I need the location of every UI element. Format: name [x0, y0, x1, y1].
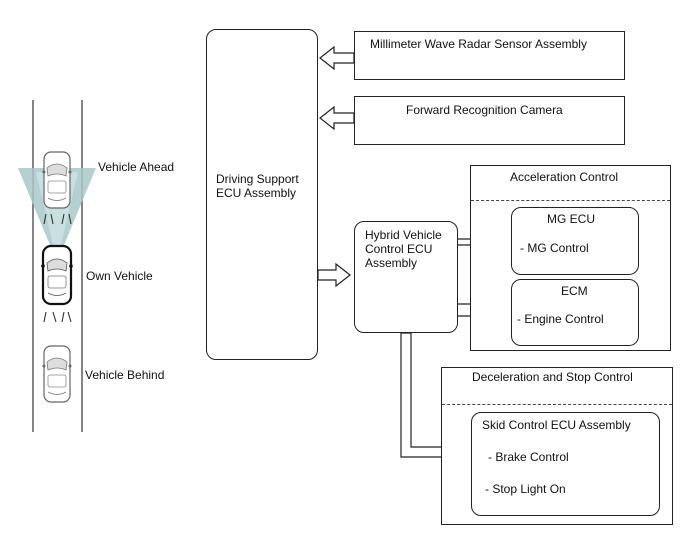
skid-ecu-item-stop-light: - Stop Light On	[485, 482, 566, 496]
ecm-title: ECM	[561, 284, 588, 298]
hybrid-ecu-label-line3: Assembly	[365, 256, 418, 270]
mg-ecu-title: MG ECU	[547, 212, 595, 226]
arrow-camera-to-ecu	[319, 105, 355, 131]
skid-ecu-item-brake: - Brake Control	[488, 450, 569, 464]
skid-ecu-box	[471, 412, 660, 516]
vehicle-behind-icon	[42, 345, 72, 403]
arrow-radar-to-ecu	[319, 45, 355, 71]
skid-ecu-title: Skid Control ECU Assembly	[482, 418, 631, 432]
vehicle-ahead-label: Vehicle Ahead	[98, 160, 175, 174]
driving-support-ecu-box	[206, 29, 318, 360]
driving-support-ecu-label-line2: ECU Assembly	[216, 186, 297, 200]
mg-ecu-box	[511, 207, 639, 275]
hybrid-ecu-label-line2: Control ECU	[365, 242, 433, 256]
hybrid-ecu-label-line1: Hybrid Vehicle	[365, 228, 442, 242]
hybrid-ecu-box	[354, 221, 458, 333]
arrow-ecu-to-hybrid	[317, 262, 351, 288]
ecm-box	[511, 279, 639, 346]
motion-marks-ahead	[43, 213, 72, 225]
deceleration-control-divider	[442, 404, 672, 405]
mg-ecu-item: - MG Control	[520, 241, 589, 255]
forward-camera-box	[354, 96, 625, 145]
forward-camera-label: Forward Recognition Camera	[406, 103, 563, 117]
deceleration-control-title: Deceleration and Stop Control	[472, 370, 633, 384]
radar-sensor-box	[354, 31, 625, 80]
own-vehicle-icon	[41, 244, 73, 306]
motion-marks-own	[43, 311, 72, 323]
driving-support-ecu-label-line1: Driving Support	[216, 172, 299, 186]
own-vehicle-label: Own Vehicle	[86, 269, 153, 283]
vehicle-ahead-icon	[42, 151, 72, 209]
acceleration-control-title: Acceleration Control	[510, 170, 619, 184]
acceleration-control-divider	[471, 200, 670, 201]
vehicle-behind-label: Vehicle Behind	[85, 368, 165, 382]
ecm-item: - Engine Control	[517, 312, 604, 326]
radar-sensor-label: Millimeter Wave Radar Sensor Assembly	[370, 37, 587, 51]
